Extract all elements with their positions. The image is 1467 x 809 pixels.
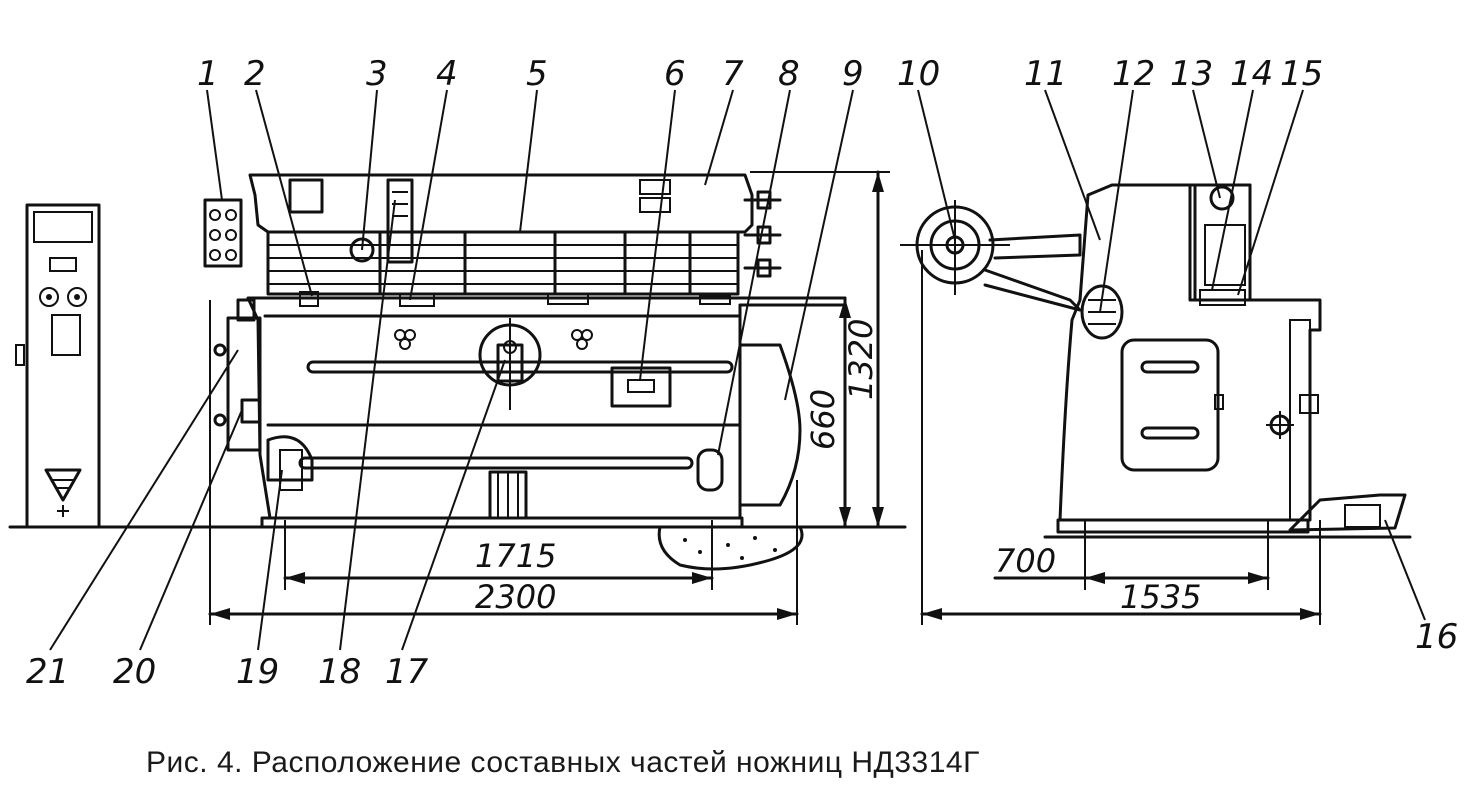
callout-13: 13 [1170,54,1213,94]
callout-14: 14 [1230,54,1273,94]
dimension-700: 700 [995,542,1056,580]
callout-10: 10 [897,54,940,94]
figure-caption: Рис. 4. Расположение составных частей но… [146,746,980,779]
callout-5: 5 [526,54,548,94]
control-cabinet [15,203,101,529]
callout-21: 21 [26,652,69,692]
callout-9: 9 [842,54,864,94]
callout-7: 7 [722,54,744,94]
callout-11: 11 [1024,54,1067,94]
dimension-1320: 1320 [842,319,880,400]
callout-numbers: 1 2 3 4 5 6 7 8 9 10 11 12 13 14 15 16 1… [26,54,1458,692]
dimension-lines [208,170,1322,625]
callout-19: 19 [236,652,279,692]
callout-17: 17 [385,652,429,692]
callout-4: 4 [436,54,458,94]
callout-6: 6 [664,54,686,94]
callout-15: 15 [1280,54,1323,94]
dimension-660: 660 [804,389,842,450]
callout-2: 2 [244,54,266,94]
callout-8: 8 [778,54,800,94]
side-view-machine [900,183,1407,534]
front-view-machine [203,173,847,571]
leader-lines [49,89,1426,651]
callout-18: 18 [318,652,361,692]
dimension-1715: 1715 [475,537,556,575]
dimension-2300: 2300 [475,578,556,616]
dimension-labels: 1715 2300 700 1535 660 1320 [475,319,1201,616]
callout-3: 3 [366,54,388,94]
callout-1: 1 [197,54,219,94]
dimension-1535: 1535 [1120,578,1201,616]
callout-20: 20 [113,652,156,692]
callout-16: 16 [1415,617,1458,657]
callout-12: 12 [1112,54,1155,94]
